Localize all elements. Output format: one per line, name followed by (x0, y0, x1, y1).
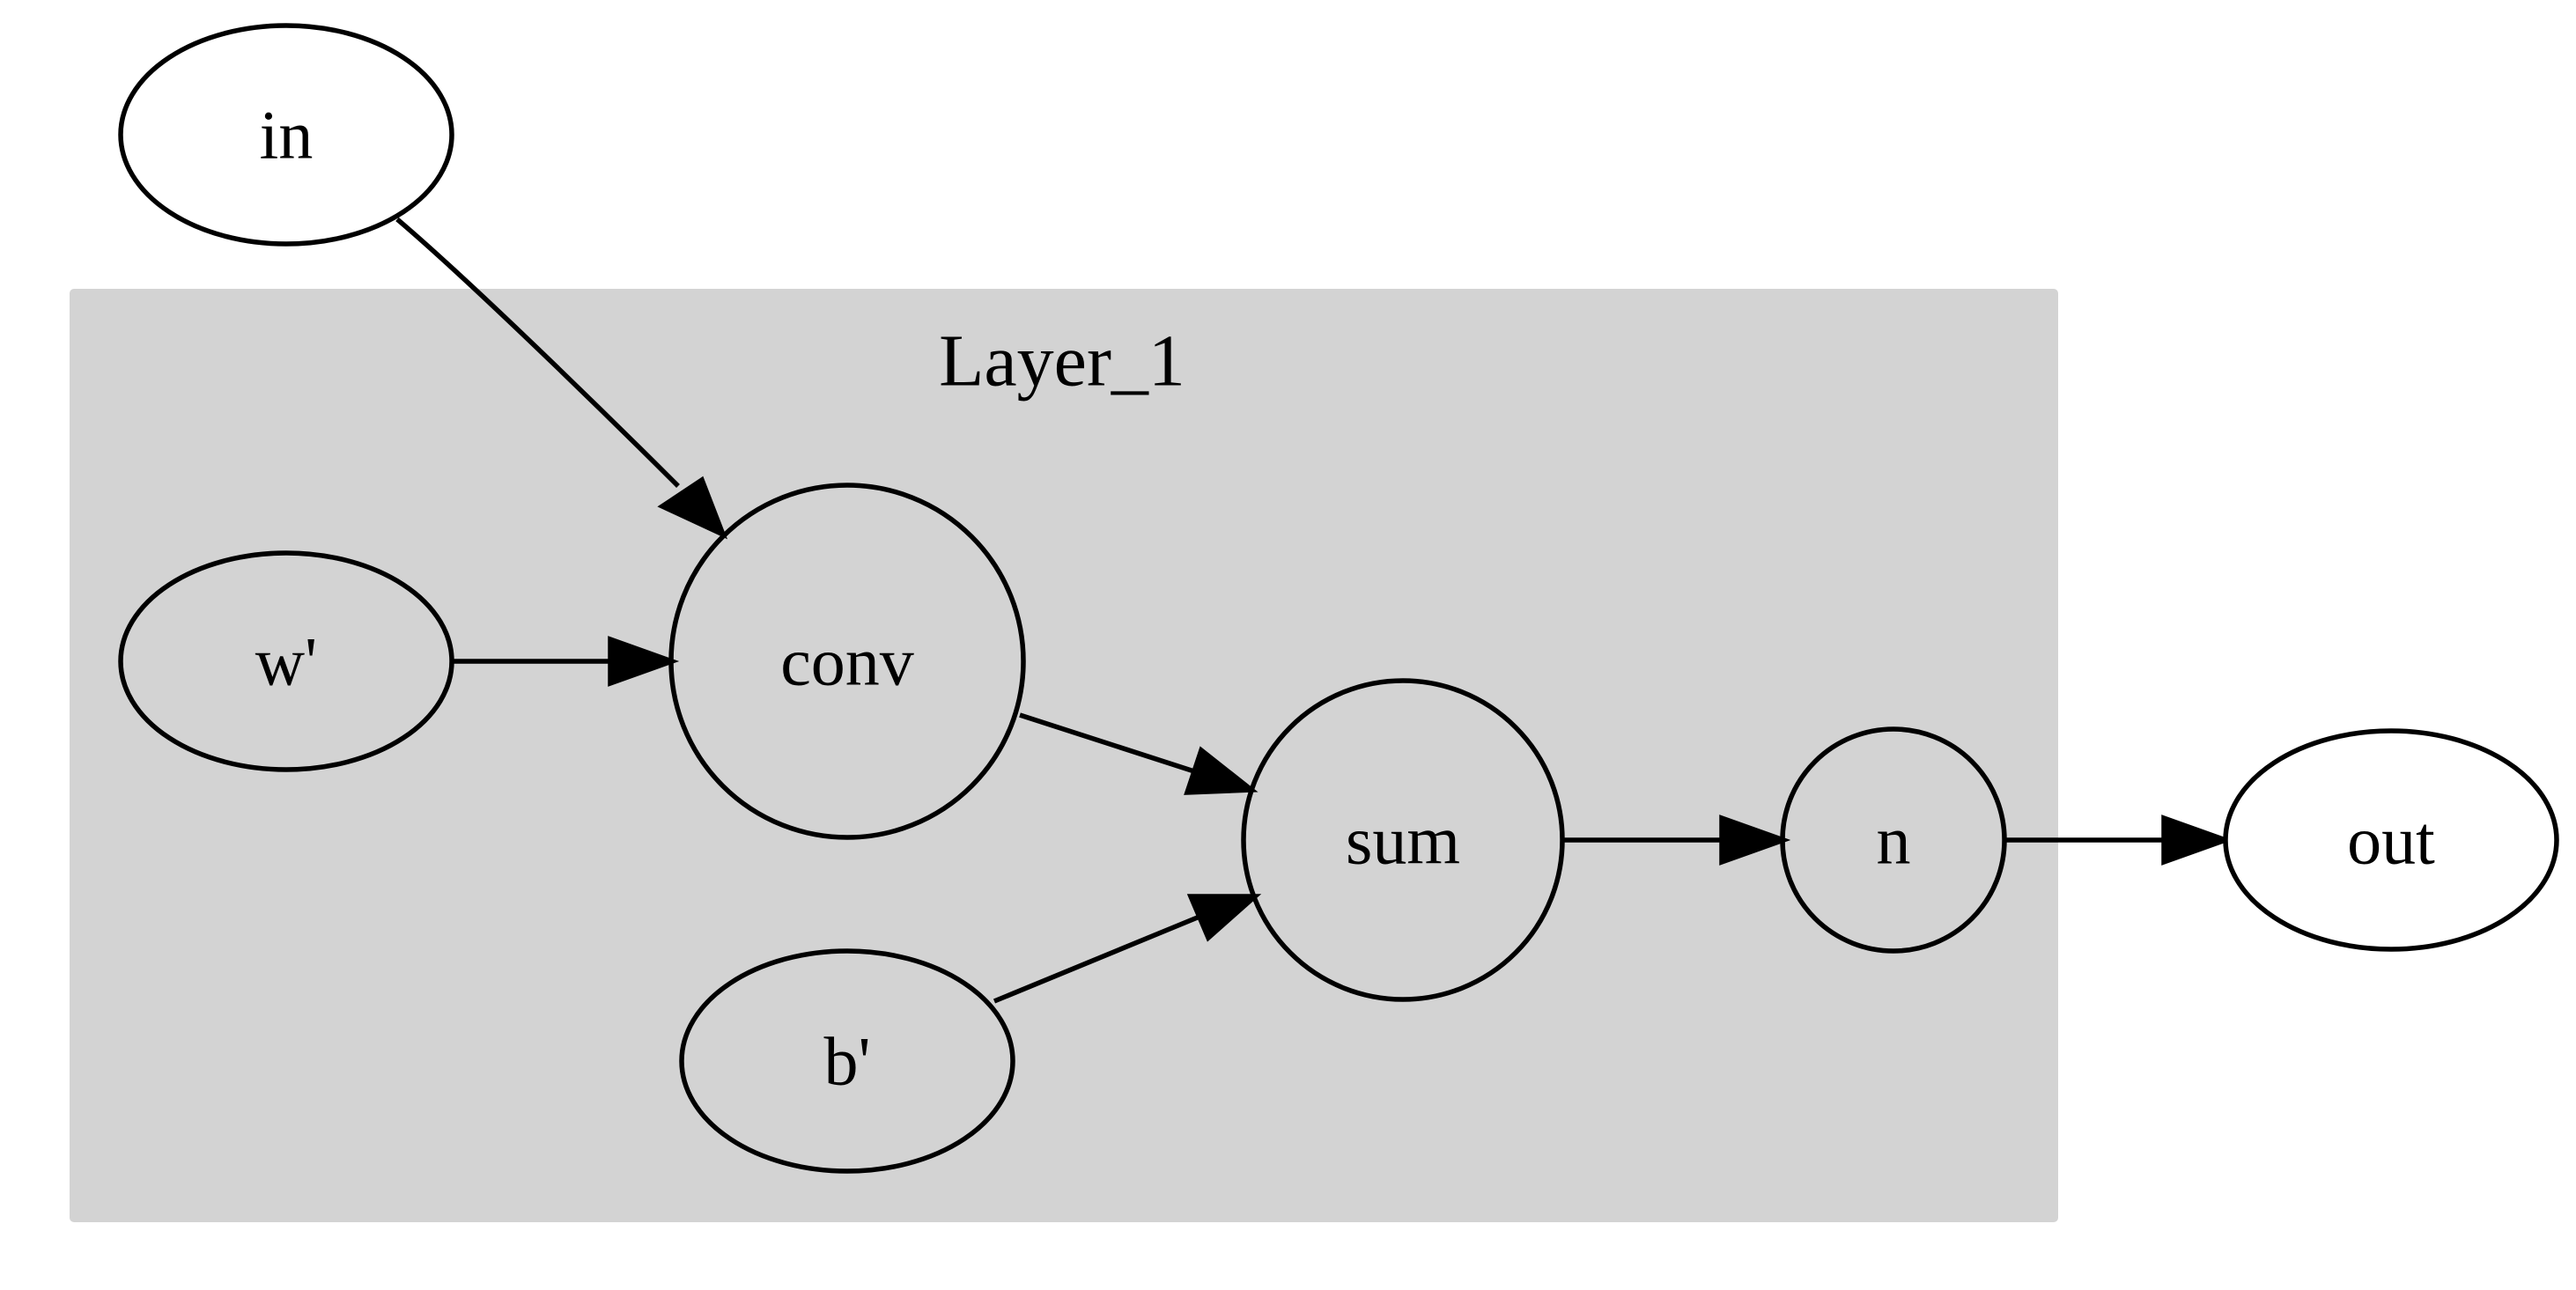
cluster-background (70, 289, 2058, 1222)
node-b-label: b' (823, 1023, 870, 1100)
node-in-label: in (260, 97, 314, 173)
node-w: w' (118, 550, 454, 772)
node-out: out (2223, 728, 2559, 952)
node-conv: conv (668, 483, 1026, 840)
node-b: b' (679, 948, 1015, 1174)
cluster-label: Layer_1 (939, 321, 1185, 402)
node-sum: sum (1241, 678, 1565, 1002)
node-in: in (118, 23, 454, 247)
cluster-layer-1: Layer_1 (70, 289, 2058, 1222)
edge-in-to-conv (395, 217, 728, 540)
node-n-label: n (1877, 802, 1911, 879)
node-n: n (1780, 726, 2007, 954)
edges (395, 217, 2233, 1004)
edge-b-to-sum (993, 894, 1262, 1004)
node-conv-label: conv (780, 623, 914, 700)
node-w-label: w' (255, 623, 317, 700)
nodes: in w' conv sum b' n out (118, 23, 2559, 1174)
edge-conv-to-sum (1019, 712, 1258, 795)
edge-w-to-conv (454, 636, 680, 687)
node-out-label: out (2347, 802, 2435, 879)
node-sum-label: sum (1346, 802, 1460, 879)
edge-sum-to-n (1564, 815, 1791, 866)
edge-n-to-out (2006, 815, 2233, 866)
